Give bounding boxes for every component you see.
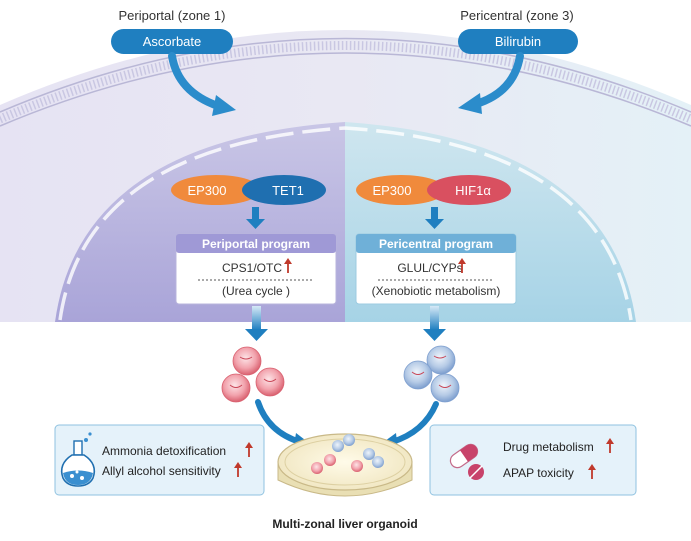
left-complex-arrow-shaft — [252, 207, 259, 220]
drug-metabolism-label: Drug metabolism — [503, 440, 594, 454]
ascorbate-entry-arrow — [168, 52, 222, 110]
membrane-outer — [0, 37, 691, 113]
ammonia-detox-label: Ammonia detoxification — [102, 444, 226, 458]
left-complex-arrow-head — [246, 219, 265, 229]
allyl-alcohol-label: Allyl alcohol sensitivity — [102, 464, 221, 478]
periportal-program-header — [176, 234, 336, 253]
flask-icon — [60, 432, 96, 487]
ammonia-up-arrow-icon — [245, 442, 253, 457]
pericentral-zone-title: Pericentral (zone 3) — [460, 8, 573, 23]
ep300-left-oval — [171, 175, 261, 205]
ascorbate-arrow-head — [212, 95, 236, 116]
ascorbate-label: Ascorbate — [143, 34, 202, 49]
left-output-arrow-head — [245, 329, 268, 341]
right-complex-arrow-head — [425, 219, 444, 229]
right-to-dish-arrow — [389, 401, 439, 445]
membrane-inner — [0, 52, 691, 127]
ep300-left-label: EP300 — [187, 183, 226, 198]
membrane-pattern — [0, 41, 691, 124]
bilirubin-label: Bilirubin — [495, 34, 541, 49]
pill-capsule-icon — [449, 443, 484, 480]
ep300-right-label: EP300 — [372, 183, 411, 198]
periportal-up-arrow-icon — [284, 258, 292, 273]
periportal-organoid-cluster — [221, 346, 285, 403]
tet1-oval — [242, 175, 326, 205]
hif1a-oval — [427, 175, 511, 205]
left-output-arrow-shaft — [252, 306, 261, 330]
allyl-up-arrow-icon — [234, 462, 242, 477]
periportal-genes: CPS1/OTC — [222, 261, 282, 275]
right-output-arrow-head — [423, 329, 446, 341]
periportal-program-title: Periportal program — [202, 237, 310, 251]
pericentral-program-title: Pericentral program — [379, 237, 493, 251]
nuclear-envelope — [58, 126, 633, 321]
petri-dish-icon — [277, 433, 413, 497]
pericentral-up-arrow-icon — [458, 258, 466, 273]
periportal-outcome-box — [54, 424, 265, 496]
pericentral-organoid-cluster — [403, 345, 460, 403]
periportal-process: (Urea cycle ) — [222, 284, 290, 298]
pericentral-process: (Xenobiotic metabolism) — [372, 284, 501, 298]
right-output-arrow-shaft — [430, 306, 439, 330]
apap-toxicity-label: APAP toxicity — [503, 466, 574, 480]
drug-metabolism-up-arrow-icon — [606, 438, 614, 453]
pericentral-genes: GLUL/CYPs — [397, 261, 462, 275]
hif1a-label: HIF1α — [455, 183, 491, 198]
ep300-right-oval — [356, 175, 446, 205]
bilirubin-pill — [458, 29, 578, 54]
bilirubin-entry-arrow — [472, 52, 524, 108]
periportal-zone-title: Periportal (zone 1) — [119, 8, 226, 23]
pericentral-program-header — [356, 234, 516, 253]
right-complex-arrow-shaft — [431, 207, 438, 220]
apap-up-arrow-icon — [588, 464, 596, 479]
tet1-label: TET1 — [272, 183, 304, 198]
bilirubin-arrow-head — [458, 93, 482, 114]
ascorbate-pill — [111, 29, 233, 54]
organoid-caption: Multi-zonal liver organoid — [272, 517, 417, 531]
